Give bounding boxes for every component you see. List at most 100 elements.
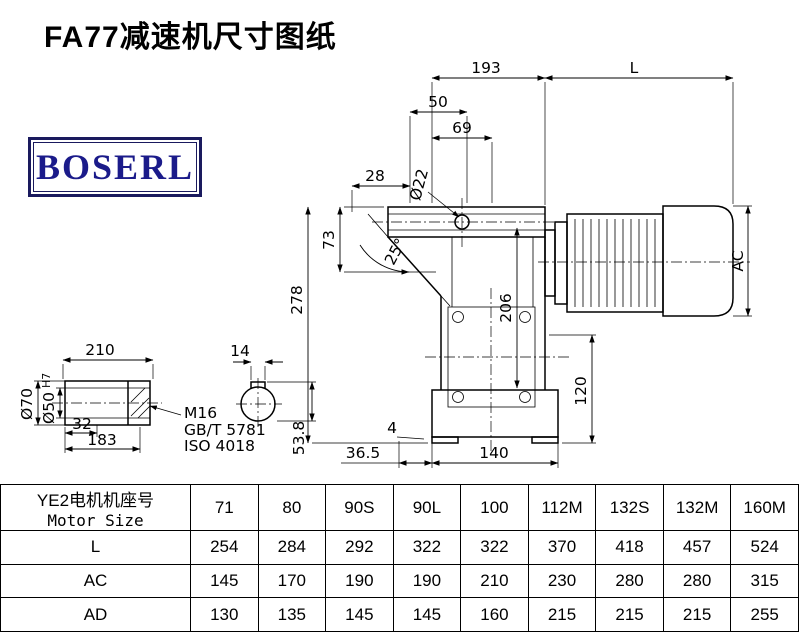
- header-cn: YE2电机机座号: [36, 490, 155, 510]
- logo-text: BOSERL: [35, 147, 195, 187]
- mount-hole-tr: [519, 311, 531, 323]
- keyway-section-view: [240, 381, 276, 422]
- dim-value: 130: [190, 597, 259, 632]
- dim-53-8-label: 53.8: [290, 421, 308, 456]
- dim-value: 215: [595, 597, 664, 632]
- dim-L-label: L: [630, 59, 639, 77]
- adapter-flange-2: [554, 221, 568, 305]
- boserl-logo: BOSERL: [28, 137, 202, 197]
- dim-140-label: 140: [479, 444, 509, 462]
- angle-arc-25: [359, 244, 410, 275]
- motor-side-view: [544, 205, 734, 317]
- dim-value: 145: [325, 597, 394, 632]
- neck-lines: [451, 237, 534, 307]
- extension-lines-section: [250, 366, 316, 422]
- mount-hole-tl: [452, 311, 464, 323]
- dim-73-label: 73: [320, 230, 338, 250]
- dim-value: 230: [527, 563, 597, 599]
- table-row-AD: AD 130 135 145 145 160 215 215 215 255: [0, 597, 799, 632]
- dim-14-label: 14: [230, 342, 250, 360]
- gearbox-front-view: [367, 206, 559, 444]
- dim-value: 135: [257, 597, 327, 632]
- dim-69-label: 69: [452, 119, 472, 137]
- adapter-flange-1: [544, 229, 556, 297]
- dim-value: 280: [595, 563, 664, 599]
- dim-value: 190: [392, 563, 462, 599]
- dim-value: 170: [257, 563, 327, 599]
- dim-value: 160: [460, 597, 529, 632]
- leader-dia22: [427, 191, 460, 218]
- frame-size-header: 90S: [325, 484, 394, 531]
- motor-fins: [574, 219, 656, 307]
- frame-size-header: 90L: [392, 484, 462, 531]
- hollow-shaft-detail: [64, 380, 182, 426]
- header-en: Motor Size: [47, 510, 144, 530]
- dim-value: 145: [392, 597, 462, 632]
- dim-210-label: 210: [85, 341, 115, 359]
- motor-dimension-table: YE2电机机座号 Motor Size 71 80 90S 90L 100 11…: [0, 484, 799, 632]
- base-flange: [431, 389, 559, 438]
- frame-size-header: 132S: [595, 484, 664, 531]
- centerlines: [52, 198, 750, 452]
- output-head-outline: [387, 206, 546, 238]
- dim-value: 322: [460, 530, 529, 565]
- dim-25deg-label: 25°: [381, 235, 410, 268]
- dim-4-label: 4: [387, 419, 397, 437]
- dim-value: 210: [460, 563, 529, 599]
- dim-278-label: 278: [288, 285, 306, 315]
- foot-pad-left: [431, 436, 459, 444]
- leader-4: [396, 436, 425, 440]
- dim-193-label: 193: [471, 59, 501, 77]
- mounting-face: [447, 306, 536, 408]
- extension-lines-top: [351, 82, 734, 212]
- dim-dia50-label: Ø50: [40, 392, 58, 424]
- dim-36-5-label: 36.5: [346, 444, 381, 462]
- table-row-AC: AC 145 170 190 190 210 230 280 280 315: [0, 563, 799, 599]
- bore-lines: [65, 387, 150, 419]
- dim-28-label: 28: [365, 167, 385, 185]
- dim-value: 418: [595, 530, 664, 565]
- fan-cowl: [662, 205, 734, 317]
- dim-value: 215: [662, 597, 732, 632]
- bolt-hole-22: [454, 214, 470, 230]
- dim-value: 215: [527, 597, 597, 632]
- m16-leader: [149, 405, 182, 416]
- header-motor-size: YE2电机机座号 Motor Size: [0, 484, 191, 531]
- dim-AC-label: AC: [729, 250, 747, 271]
- engineering-drawing: 193 L 50 69 28 Ø22 73 25° 278 206 AC 120…: [18, 59, 752, 468]
- extension-lines-left: [312, 206, 436, 444]
- table-header-row: YE2电机机座号 Motor Size 71 80 90S 90L 100 11…: [0, 484, 799, 531]
- dim-value: 190: [325, 563, 394, 599]
- thread-std-gbt: GB/T 5781: [184, 421, 266, 439]
- keyway-slot: [250, 381, 266, 389]
- page-title: FA77减速机尺寸图纸: [44, 21, 337, 54]
- foot-pad-right: [531, 436, 559, 444]
- dim-value: 254: [190, 530, 259, 565]
- dim-120-label: 120: [572, 376, 590, 406]
- shaft-outline: [64, 380, 151, 426]
- dim-dia70-label: Ø70: [18, 388, 36, 420]
- frame-size-header: 160M: [730, 484, 799, 531]
- dim-value: 284: [257, 530, 327, 565]
- dim-value: 322: [392, 530, 462, 565]
- hatching: [130, 387, 151, 419]
- dim-32-label: 32: [72, 415, 92, 433]
- dim-206-label: 206: [497, 293, 515, 323]
- table-row-L: L 254 284 292 322 322 370 418 457 524: [0, 530, 799, 565]
- dim-h7-label: H7: [40, 373, 53, 388]
- dim-183-label: 183: [87, 431, 117, 449]
- dim-value: 292: [325, 530, 394, 565]
- frame-size-header: 132M: [662, 484, 732, 531]
- row-label: L: [0, 530, 191, 565]
- dim-value: 315: [730, 563, 799, 599]
- dim-value: 255: [730, 597, 799, 632]
- mount-hole-br: [519, 391, 531, 403]
- mount-hole-bl: [452, 391, 464, 403]
- row-label: AC: [0, 563, 191, 599]
- frame-size-header: 100: [460, 484, 529, 531]
- bore-circle: [240, 386, 276, 422]
- dim-50-label: 50: [428, 93, 448, 111]
- dim-value: 145: [190, 563, 259, 599]
- thread-m16-label: M16: [184, 404, 217, 422]
